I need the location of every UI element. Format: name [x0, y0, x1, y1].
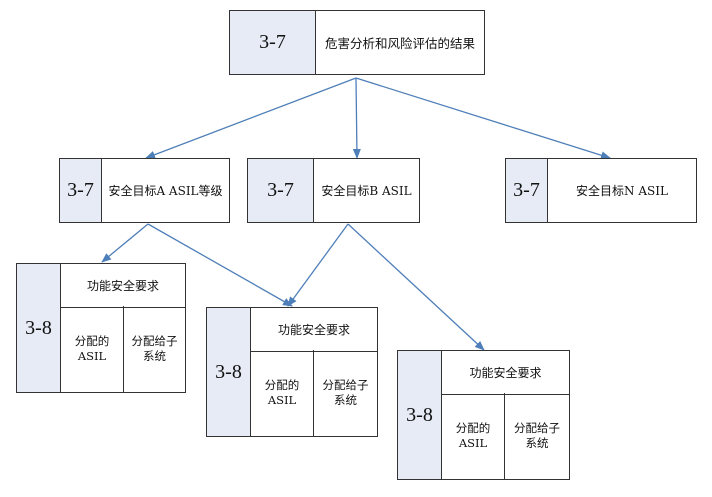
arrow-goal-a-to-req-2: [147, 223, 293, 307]
arrow-goal-b-to-req-3: [347, 223, 485, 351]
goal-box-a: 3-7 安全目标A ASIL等级: [59, 158, 230, 223]
requirement-box-2: 3-8 功能安全要求 分配的 ASIL 分配给子 系统: [206, 307, 378, 437]
arrow-goal-a-to-req-1: [101, 223, 149, 263]
requirement-3-subsystem: 分配给子 系统: [514, 421, 560, 450]
goal-b-label: 安全目标B ASIL: [321, 184, 412, 198]
root-label: 危害分析和风险评估的结果: [324, 36, 475, 51]
goal-box-b: 3-7 安全目标B ASIL: [247, 158, 420, 223]
arrow-root-to-goal-b: [352, 77, 361, 159]
requirement-2-asil: 分配的 ASIL: [251, 350, 314, 436]
root-box: 3-7 危害分析和风险评估的结果: [229, 10, 485, 75]
requirement-box-3: 3-8 功能安全要求 分配的 ASIL 分配给子 系统: [397, 350, 570, 480]
requirement-1-tag: 3-8: [17, 264, 61, 392]
requirement-1-asil: 分配的 ASIL: [61, 306, 124, 392]
requirement-2-subsystem: 分配给子 系统: [322, 378, 369, 407]
goal-n-label: 安全目标N ASIL: [576, 184, 668, 198]
requirement-3-title: 功能安全要求: [442, 351, 569, 395]
arrow-goal-b-to-req-2: [287, 223, 349, 307]
goal-box-n: 3-7 安全目标N ASIL: [505, 158, 697, 223]
root-tag: 3-7: [230, 11, 316, 74]
requirement-2-title: 功能安全要求: [251, 308, 377, 352]
requirement-3-tag: 3-8: [398, 351, 442, 479]
requirement-3-asil: 分配的 ASIL: [442, 393, 505, 479]
goal-a-label: 安全目标A ASIL等级: [108, 184, 223, 198]
goal-a-tag: 3-7: [60, 159, 102, 222]
goal-n-tag: 3-7: [506, 159, 548, 222]
requirement-2-tag: 3-8: [207, 308, 251, 436]
arrow-root-to-goal-n: [355, 77, 611, 160]
arrow-root-to-goal-a: [145, 77, 357, 159]
requirement-box-1: 3-8 功能安全要求 分配的 ASIL 分配给子 系统: [16, 263, 186, 393]
goal-b-tag: 3-7: [248, 159, 314, 222]
requirement-1-title: 功能安全要求: [61, 264, 185, 308]
requirement-1-subsystem: 分配给子 系统: [131, 334, 178, 363]
